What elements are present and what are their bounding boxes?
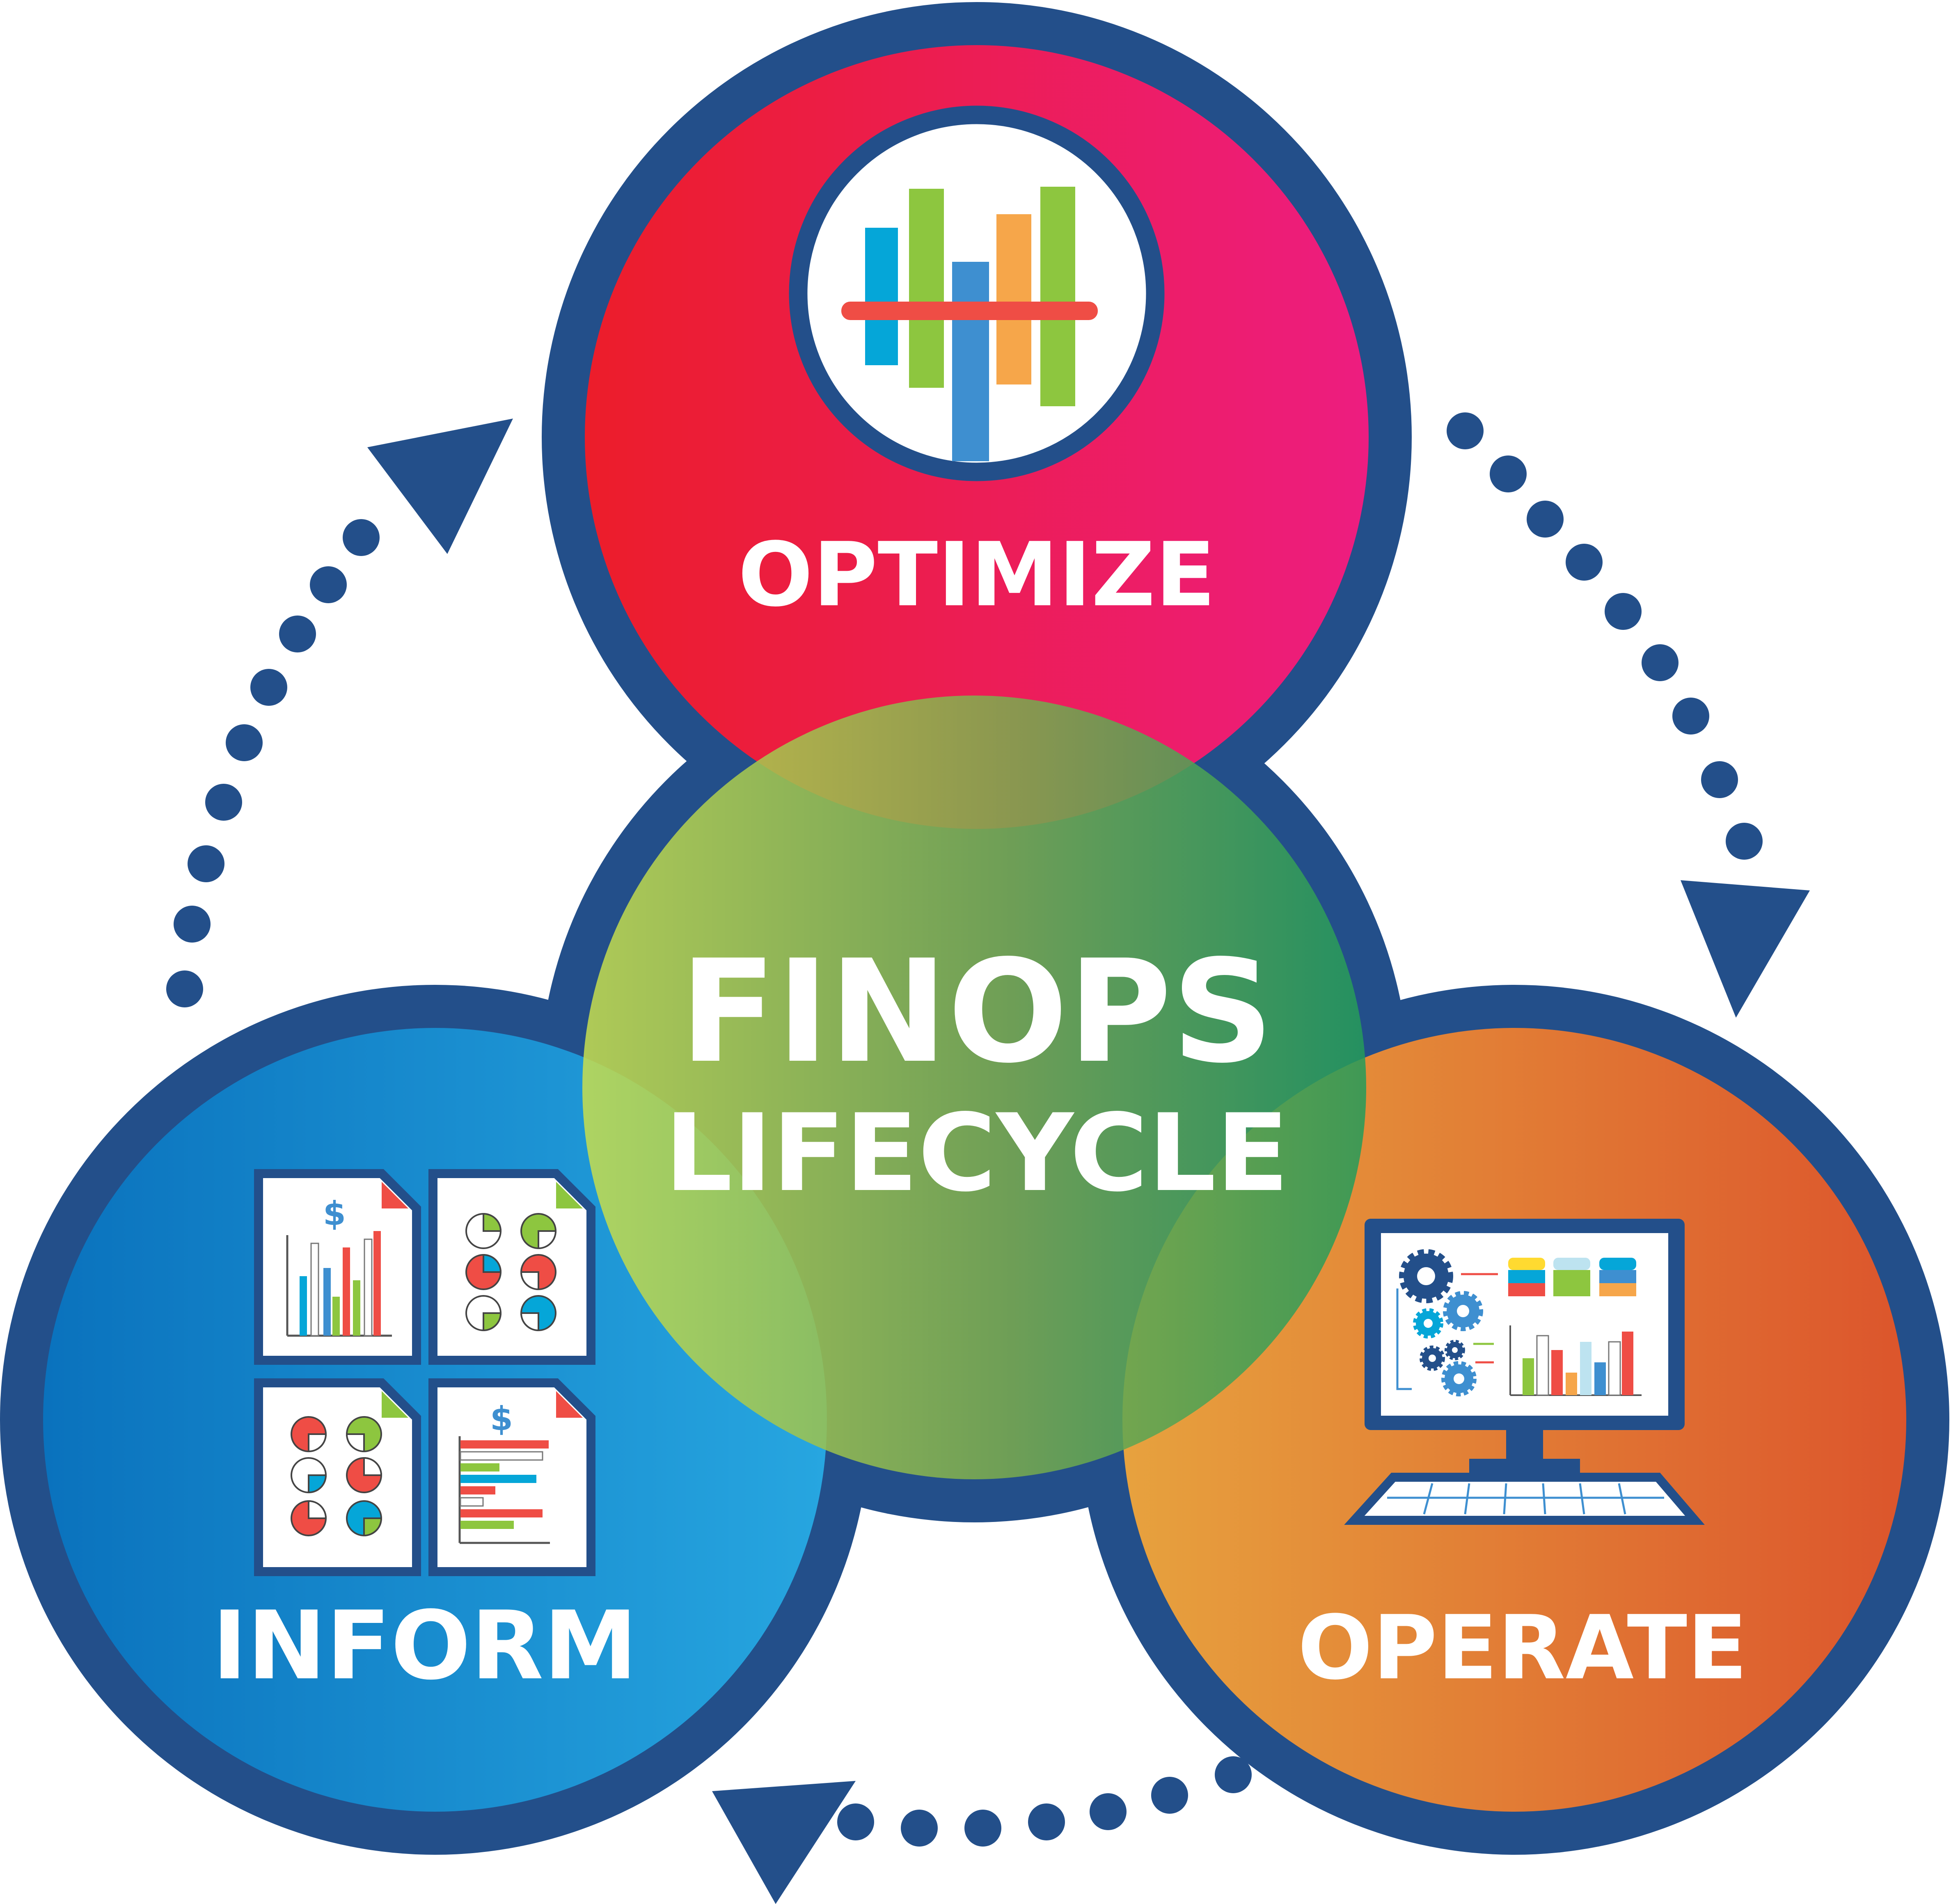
center-title-line1: FINOPS [680,930,1273,1094]
report-bar-chart-doc: $ [254,1169,421,1365]
lifecycle-center-circle [582,696,1366,1479]
report-documents-icon: $ [254,1169,595,1576]
cycle-arrows [166,412,1810,1904]
bar-chart-threshold-icon [789,105,1165,481]
arrow-operate-to-inform [712,1756,1252,1904]
gears-icon [1399,1249,1483,1396]
computer-monitor-icon [1344,1219,1705,1525]
database-icon [1508,1258,1636,1296]
inform-label: INFORM [212,1591,638,1701]
operate-label: OPERATE [1298,1596,1747,1699]
arrow-optimize-to-operate [1447,412,1810,1018]
center-title-line2: LIFECYCLE [664,1092,1289,1215]
arrow-inform-to-optimize [166,419,513,1007]
report-pie-charts-doc [428,1169,595,1365]
svg-text:$: $ [490,1400,513,1438]
optimize-label: OPTIMIZE [738,523,1216,626]
monitor-bar-chart [1509,1325,1642,1396]
svg-text:$: $ [323,1195,346,1233]
report-pie-grid-doc [254,1378,421,1576]
report-horizontal-bars-doc: $ [428,1378,595,1576]
